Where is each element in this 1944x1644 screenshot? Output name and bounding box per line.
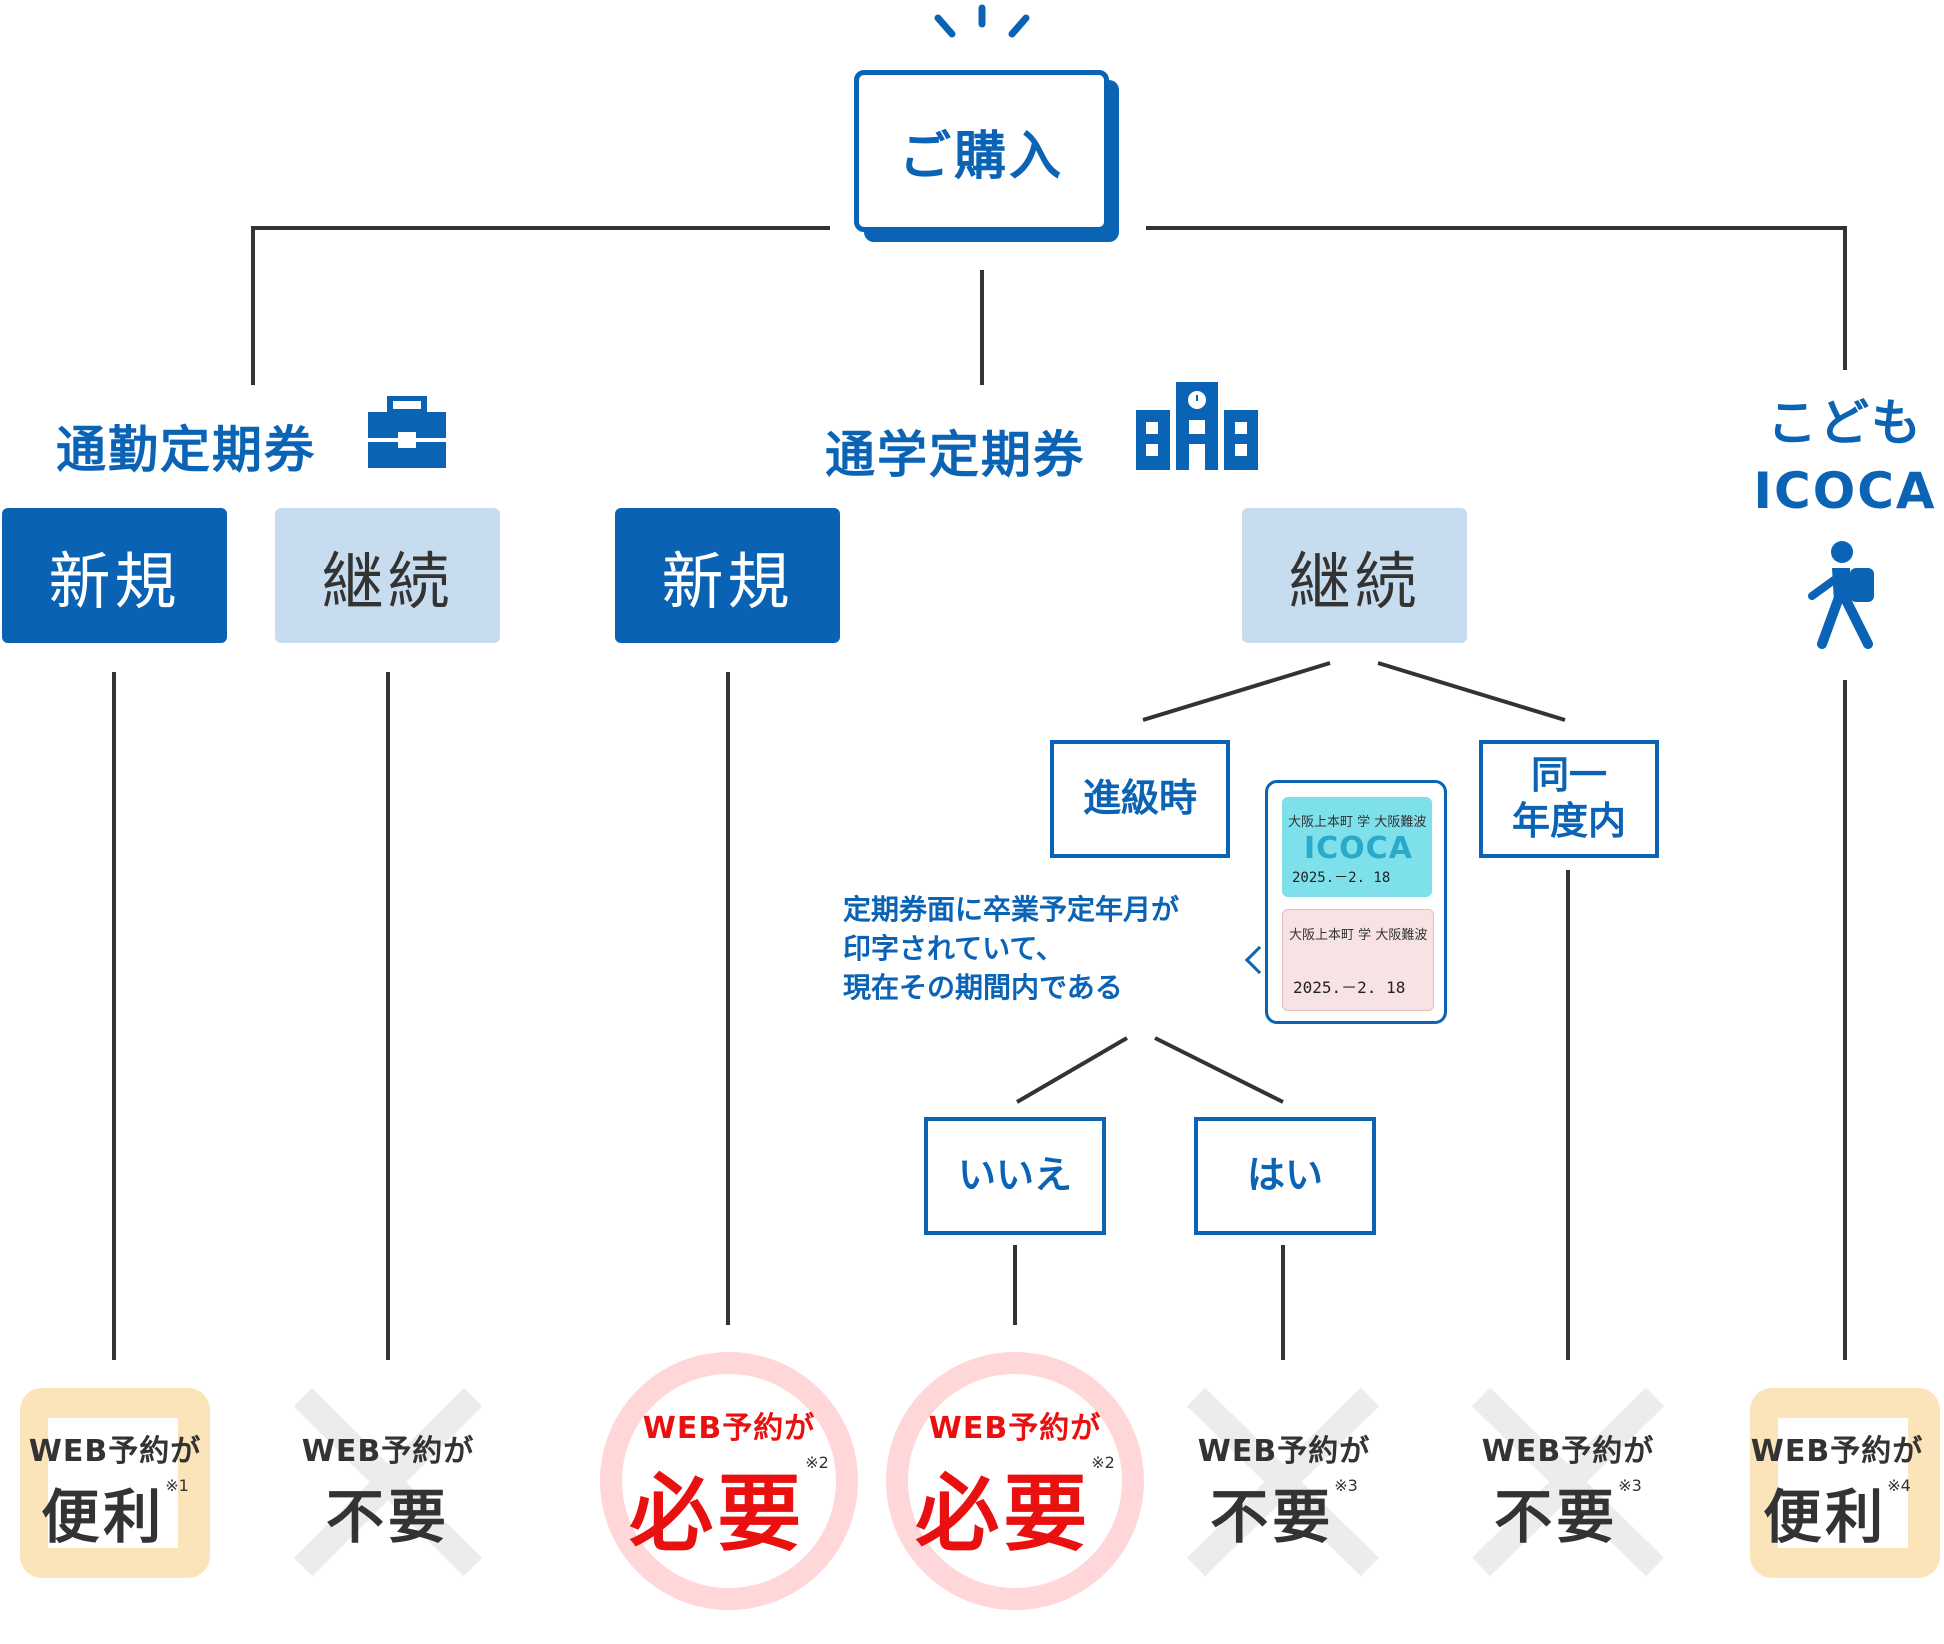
answer-yes: はい [1194,1117,1376,1235]
result-6-note: ※3 [1618,1476,1642,1495]
attention-burst-icon [934,4,1030,38]
ticket-example-bubble: 大阪上本町 学 大阪難波 ICOCA 2025.－2. 18 大阪上本町 学 大… [1265,780,1447,1024]
cross-marks [293,1387,1665,1577]
school-building-icon [1136,382,1258,470]
ticket2-route: 大阪上本町 学 大阪難波 [1289,928,1428,943]
student-renew-button[interactable]: 継続 [1242,508,1467,643]
branch-grade-up-label: 進級時 [1082,776,1197,821]
result-2-big: 不要 [325,1483,450,1551]
question-line2: 印字されていて、 [843,932,1064,966]
result-6-big: 不要※3 [1494,1476,1642,1551]
result-4-small: WEB予約が [928,1410,1102,1446]
line-root-commuter [251,226,830,385]
result-commuter-new: WEB予約が 便利※1 [0,1425,230,1555]
result-3-note: ※2 [805,1452,829,1472]
line-q-no [1015,1036,1129,1104]
result-3-big: 必要※2 [629,1452,829,1563]
branch-same-year-line1: 同一 [1530,753,1607,798]
paper-ticket-image: 大阪上本町 学 大阪難波 2025.－2. 18 [1282,909,1434,1011]
question-line3: 現在その期間内である [843,971,1123,1005]
category-commuter: 通勤定期券 [56,410,316,482]
category-student-label: 通学定期券 [825,426,1085,484]
ticket2-date: 2025.－2. 18 [1293,978,1406,997]
student-renew-label: 継続 [1288,544,1421,618]
result-3-small: WEB予約が [642,1410,816,1446]
result-1-note: ※1 [165,1476,189,1495]
commuter-renew-label: 継続 [321,544,454,618]
result-no: WEB予約が 必要※2 [886,1405,1144,1565]
student-new-label: 新規 [661,544,794,618]
root-label: ご購入 [898,126,1064,187]
result-6-small: WEB予約が [1481,1434,1655,1469]
result-child: WEB予約が 便利※4 [1730,1425,1944,1555]
result-5-small: WEB予約が [1197,1434,1371,1469]
answer-no-label: いいえ [957,1153,1072,1198]
branch-same-year-line2: 年度内 [1511,799,1626,843]
line-root-child [1146,226,1847,370]
category-commuter-label: 通勤定期券 [56,421,316,479]
question-line1: 定期券面に卒業予定年月が [843,893,1180,926]
result-7-note: ※4 [1887,1476,1911,1495]
ticket1-route: 大阪上本町 学 大阪難波 [1288,815,1427,830]
result-7-small: WEB予約が [1750,1434,1924,1469]
branch-grade-up: 進級時 [1050,740,1230,858]
walking-child-icon [1808,541,1874,649]
category-child-line2: ICOCA [1753,461,1937,520]
commuter-new-label: 新規 [48,544,181,618]
answer-yes-label: はい [1246,1153,1323,1198]
category-child-line1: こども [1767,394,1923,452]
result-student-new: WEB予約が 必要※2 [600,1405,858,1565]
line-renew-left [1142,661,1331,722]
branch-same-year: 同一 年度内 [1479,740,1659,858]
briefcase-icon [368,396,446,468]
result-4-note: ※2 [1091,1452,1115,1472]
answer-no: いいえ [924,1117,1106,1235]
commuter-new-button[interactable]: 新規 [2,508,227,643]
result-same-year: WEB予約が 不要※3 [1450,1425,1686,1555]
result-7-big: 便利※4 [1763,1476,1911,1551]
result-2-small: WEB予約が [301,1434,475,1469]
result-yes: WEB予約が 不要※3 [1166,1425,1402,1555]
result-1-big: 便利※1 [41,1476,189,1551]
question-text: 定期券面に卒業予定年月が 印字されていて、 現在その期間内である [843,890,1179,1008]
ticket1-brand: ICOCA [1304,831,1413,866]
result-1-small: WEB予約が [28,1434,202,1469]
result-5-note: ※3 [1334,1476,1358,1495]
category-child: こども ICOCA [1735,390,1944,525]
ticket1-date: 2025.－2. 18 [1292,870,1391,886]
result-5-big: 不要※3 [1210,1476,1358,1551]
category-student: 通学定期券 [825,415,1085,487]
result-commuter-new-inner [48,1418,178,1548]
result-child-inner [1778,1418,1908,1548]
icoca-ticket-image: 大阪上本町 学 大阪難波 ICOCA 2025.－2. 18 [1282,797,1432,897]
commuter-renew-button[interactable]: 継続 [275,508,500,643]
line-q-yes [1154,1036,1284,1104]
result-commuter-renew: WEB予約が 不要 [275,1425,501,1555]
result-4-big: 必要※2 [915,1452,1115,1563]
root-purchase-box: ご購入 [854,70,1109,232]
line-renew-right [1377,661,1566,722]
student-new-button[interactable]: 新規 [615,508,840,643]
